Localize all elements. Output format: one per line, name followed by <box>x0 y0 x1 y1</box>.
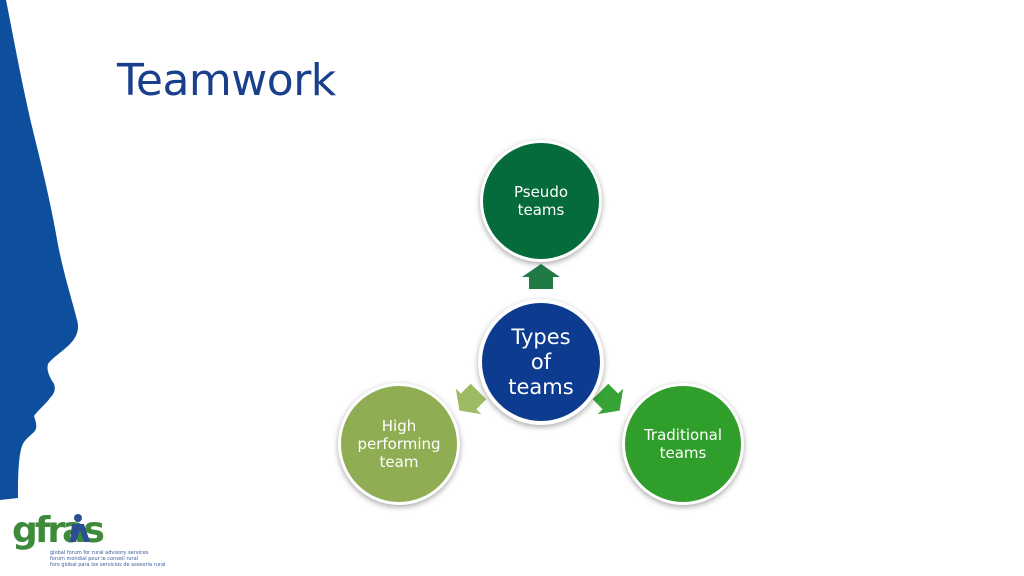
arrow-down-right-icon <box>592 383 624 415</box>
arrow-down-left-icon <box>455 383 487 415</box>
logo-wordmark: gfras <box>12 510 103 550</box>
node-pseudo-teams: Pseudo teams <box>480 140 602 262</box>
slide-title: Teamwork <box>117 55 336 106</box>
logo-figure-body-icon <box>70 524 90 542</box>
gfras-logo: gfras global forum for rural advisory se… <box>10 510 165 572</box>
center-label: Types of teams <box>508 324 574 399</box>
logo-tagline-es: foro global para los servicios de asesor… <box>50 562 166 568</box>
face-profile-decoration <box>0 0 79 500</box>
node-types-of-teams: Types of teams <box>478 299 604 425</box>
arrow-up-icon <box>522 264 560 289</box>
node-label: High performing team <box>357 417 441 471</box>
node-label: Traditional teams <box>643 426 723 462</box>
node-traditional-teams: Traditional teams <box>622 383 744 505</box>
node-high-performing-team: High performing team <box>338 383 460 505</box>
node-label: Pseudo teams <box>513 183 569 219</box>
logo-tagline-fr: forum mondial pour le conseil rural <box>50 556 139 562</box>
gfras-wordmark: gfras <box>12 510 106 551</box>
logo-tagline-en: global forum for rural advisory services <box>50 550 149 556</box>
logo-figure-head-icon <box>74 514 82 522</box>
